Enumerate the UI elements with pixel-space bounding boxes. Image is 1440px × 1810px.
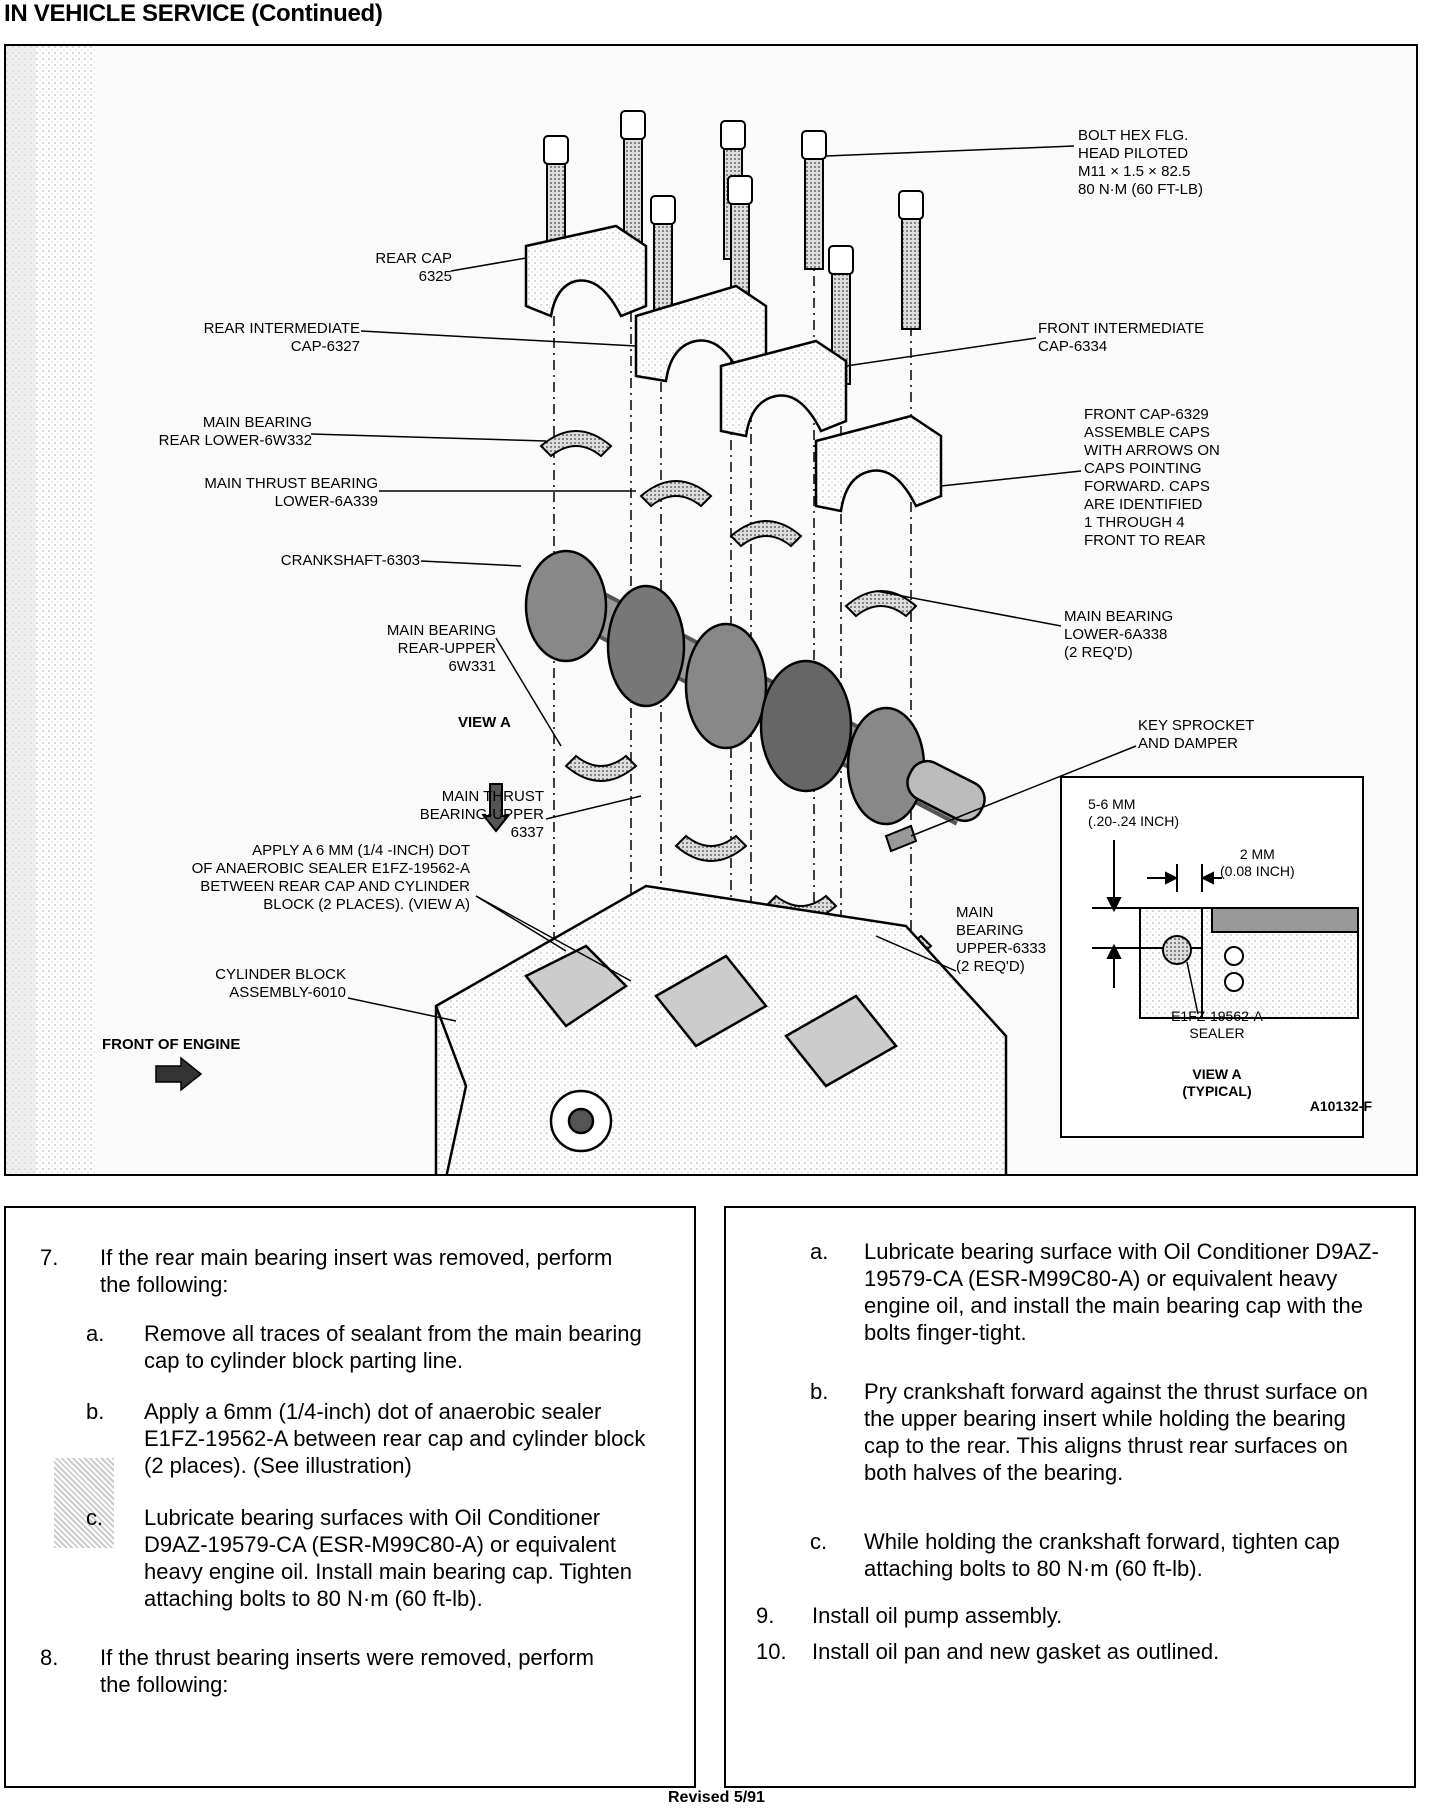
- view-a-detail-drawing: [1092, 840, 1359, 1019]
- highlight-marker: [54, 1458, 114, 1548]
- callout-front-cap: FRONT CAP-6329 ASSEMBLE CAPS WITH ARROWS…: [1084, 406, 1220, 549]
- callout-main-bearing-upper: MAIN BEARING UPPER-6333 (2 REQ'D): [956, 904, 1047, 975]
- callout-crankshaft: CRANKSHAFT-6303: [280, 552, 420, 569]
- inset-dim2: 2 mm (0.08 INCH): [1220, 846, 1295, 879]
- sealer-dot: [1162, 935, 1192, 965]
- callout-view-a: VIEW A: [458, 714, 511, 731]
- front-cap: [814, 414, 943, 513]
- inset-sealer: E1FZ-19562-A SEALER: [1171, 1008, 1263, 1041]
- step-text: If the thrust bearing inserts were remov…: [100, 1645, 594, 1697]
- figure-id: A10132-F: [1309, 1098, 1372, 1114]
- step-text: While holding the crankshaft forward, ti…: [864, 1529, 1340, 1581]
- callout-rear-intermediate-cap: REAR INTERMEDIATE CAP-6327: [203, 320, 360, 355]
- front-of-engine-arrow: [155, 1056, 203, 1092]
- instructions-right-column: a. Lubricate bearing surface with Oil Co…: [724, 1206, 1416, 1788]
- bearing-shell: [674, 834, 748, 862]
- inset-caption: VIEW A (TYPICAL): [1182, 1066, 1252, 1099]
- bearing-shell: [564, 754, 638, 782]
- callout-main-thrust-bearing-upper: MAIN THRUST BEARING-UPPER 6337: [419, 788, 544, 841]
- front-intermediate-cap: [719, 339, 848, 438]
- callout-front-of-engine: FRONT OF ENGINE: [102, 1036, 241, 1053]
- callout-key-sprocket: KEY SPROCKET AND DAMPER: [1138, 717, 1255, 752]
- exploded-view-illustration: BOLT HEX FLG. HEAD PILOTED M11 × 1.5 × 8…: [4, 44, 1418, 1176]
- step-text: Install oil pan and new gasket as outlin…: [812, 1639, 1220, 1664]
- inset-dim1: 5-6 mm (.20-.24 INCH): [1088, 796, 1180, 829]
- bolt-5: [801, 130, 827, 270]
- step-letter: a.: [810, 1239, 829, 1264]
- step-text: Lubricate bearing surfaces with Oil Cond…: [144, 1505, 632, 1611]
- step-number: 7.: [40, 1245, 59, 1270]
- callout-front-intermediate-cap: FRONT INTERMEDIATE CAP-6334: [1038, 320, 1205, 355]
- step-text: Lubricate bearing surface with Oil Condi…: [864, 1239, 1379, 1345]
- step-text: Pry crankshaft forward against the thrus…: [864, 1379, 1368, 1485]
- step-number: 8.: [40, 1645, 59, 1670]
- step-text: Apply a 6mm (1/4-inch) dot of anaerobic …: [144, 1399, 646, 1478]
- step-letter: c.: [810, 1529, 828, 1554]
- callout-apply-sealer: APPLY A 6 mm (1/4 -INCH) DOT OF ANAEROBI…: [191, 842, 470, 913]
- callout-bolt: BOLT HEX FLG. HEAD PILOTED M11 × 1.5 × 8…: [1078, 127, 1204, 198]
- crankshaft: [524, 549, 986, 826]
- step-text: If the rear main bearing insert was remo…: [100, 1245, 613, 1297]
- callout-main-bearing-rear-upper: MAIN BEARING REAR-UPPER 6W331: [386, 622, 496, 675]
- callout-main-bearing-rear-lower: MAIN BEARING REAR LOWER-6W332: [158, 414, 312, 449]
- step-letter: b.: [810, 1379, 829, 1404]
- engine-exploded-diagram: [6, 46, 1137, 1174]
- step-letter: c.: [86, 1505, 104, 1530]
- bolt-8: [898, 190, 924, 330]
- instructions-left-column: 7. If the rear main bearing insert was r…: [4, 1206, 696, 1788]
- bolt-2: [620, 110, 646, 250]
- bearing-shell: [539, 430, 613, 458]
- step-text: Remove all traces of sealant from the ma…: [144, 1321, 642, 1373]
- step-letter: b.: [86, 1399, 105, 1424]
- step-letter: a.: [86, 1321, 105, 1346]
- callout-main-thrust-bearing-lower: MAIN THRUST BEARING LOWER-6A339: [204, 475, 378, 510]
- step-text: Install oil pump assembly.: [812, 1603, 1063, 1628]
- bearing-shell: [729, 520, 803, 548]
- step-number: 9.: [756, 1603, 775, 1628]
- bearing-shell: [844, 590, 918, 618]
- callout-cylinder-block: CYLINDER BLOCK ASSEMBLY-6010: [215, 966, 346, 1001]
- bearing-shell: [639, 480, 713, 508]
- step-number: 10.: [756, 1639, 787, 1664]
- callout-rear-cap: REAR CAP 6325: [375, 250, 452, 285]
- view-a-arrow: [481, 783, 511, 833]
- revision-footer: Revised 5/91: [668, 1789, 765, 1806]
- rear-cap: [524, 224, 648, 318]
- key-sprocket: [884, 824, 918, 853]
- view-a-inset: 5-6 mm (.20-.24 INCH) 2 mm (0.08 INCH) E…: [1060, 776, 1364, 1138]
- page-title: IN VEHICLE SERVICE (Continued): [4, 0, 383, 27]
- callout-main-bearing-lower-6a338: MAIN BEARING LOWER-6A338 (2 REQ'D): [1064, 608, 1174, 661]
- cylinder-block: [434, 884, 1008, 1174]
